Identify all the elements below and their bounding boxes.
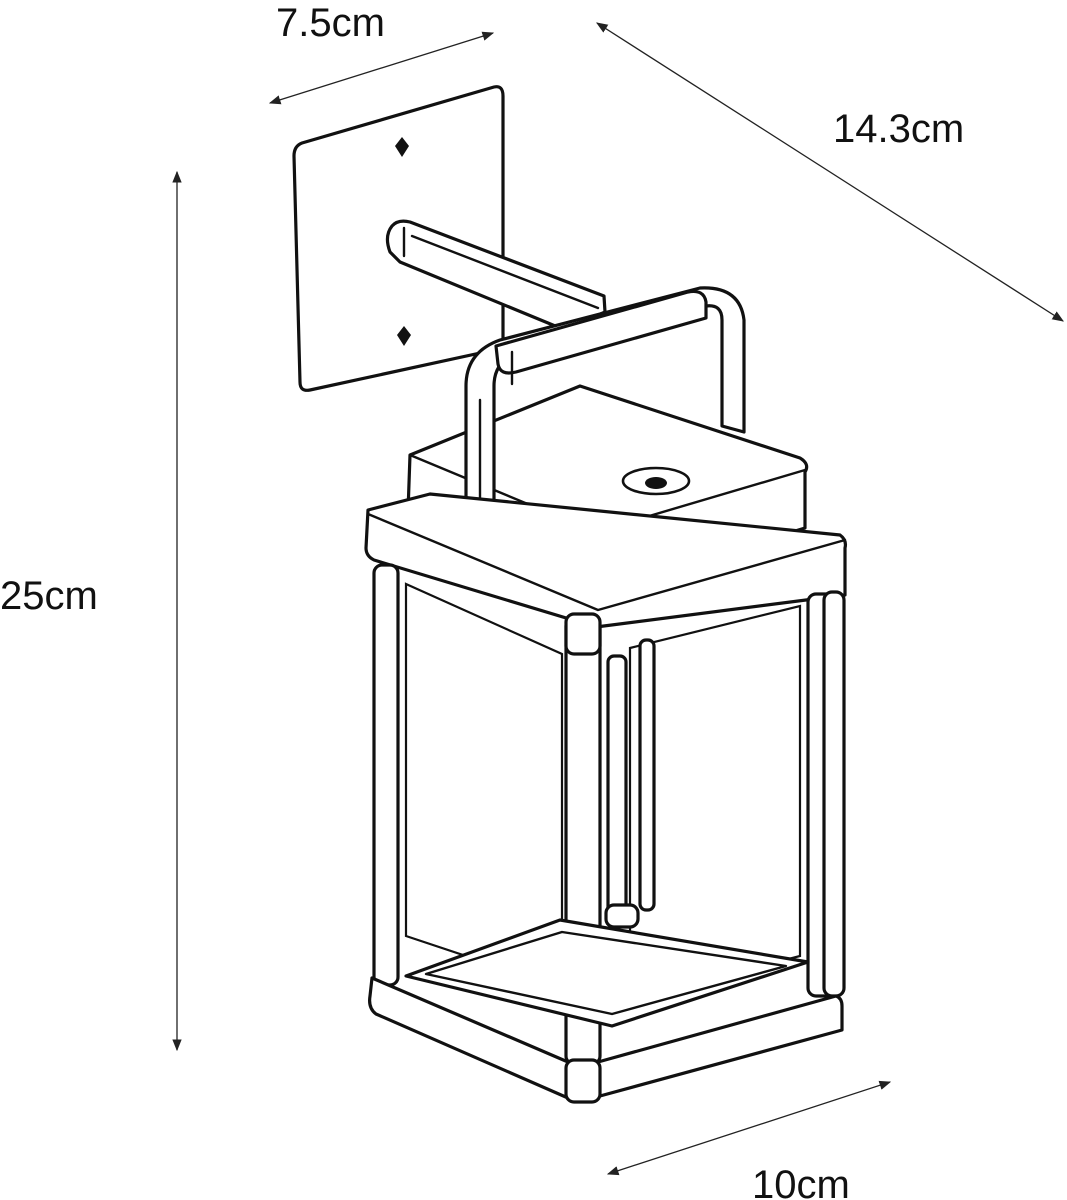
depth-label: 7.5cm (276, 1, 385, 45)
screw-hole-top (395, 137, 409, 157)
post-left (372, 563, 400, 987)
width-label: 10cm (752, 1163, 850, 1200)
post-center-foot (564, 1058, 602, 1104)
height-label: 25cm (0, 574, 98, 618)
length-dimension-line (596, 22, 1064, 322)
glass-panel-right (628, 604, 802, 1002)
depth-dimension-line (268, 31, 495, 105)
width-dimension-line (606, 1080, 892, 1176)
lantern-body (364, 492, 848, 1104)
button-dimple (645, 477, 667, 489)
length-label: 14.3cm (833, 107, 964, 151)
screw-hole-bottom (397, 326, 411, 346)
